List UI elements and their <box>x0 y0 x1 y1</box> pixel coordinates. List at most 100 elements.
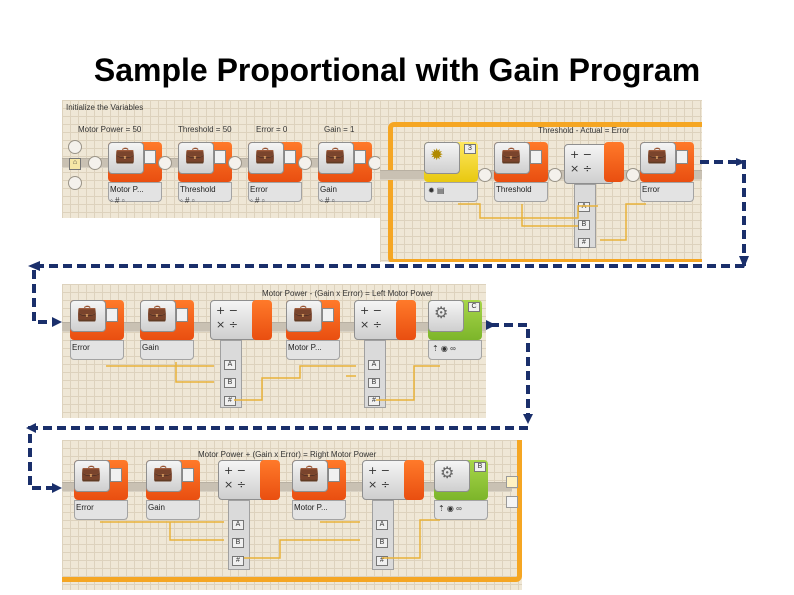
math-operators-icon: + −× ÷ <box>570 148 592 175</box>
math-block-output <box>212 300 272 360</box>
program-canvas-loop-error[interactable]: Threshold - Actual = Error ✹ 3 ✹ ▤ 💼 Thr… <box>380 100 702 262</box>
block-label: Gain <box>142 343 159 352</box>
variable-block-threshold[interactable]: 💼 Threshold <box>490 142 548 202</box>
variable-block-motor-power[interactable]: 💼 Motor P... <box>288 460 346 520</box>
arrow-head <box>736 158 746 166</box>
sensor-block-light[interactable]: ✹ 3 ✹ ▤ <box>420 142 478 202</box>
suitcase-icon: 💼 <box>147 305 167 322</box>
block-label: Motor P... <box>288 343 322 352</box>
suitcase-icon: 💼 <box>501 147 521 164</box>
sequence-port[interactable] <box>368 156 380 170</box>
math-block-output <box>220 460 280 520</box>
math-block-subtract[interactable]: + −× ÷ A B # <box>564 144 614 252</box>
sequence-port[interactable] <box>298 156 312 170</box>
suitcase-icon: 💼 <box>77 305 97 322</box>
variable-block-error[interactable]: 💼 Error <box>636 142 694 202</box>
motor-block-left[interactable]: ⚙ C ⇡ ◉ ∞ <box>424 300 482 360</box>
start-port-bottom[interactable] <box>68 176 82 190</box>
variable-block-error[interactable]: 💼 Error <box>66 300 124 360</box>
data-wire <box>169 522 224 541</box>
math-block-multiply[interactable]: + −× ÷ A B # <box>218 460 268 572</box>
plug-b[interactable]: B <box>368 378 380 388</box>
plug-result[interactable]: # <box>376 556 388 566</box>
plug-a[interactable]: A <box>368 360 380 370</box>
start-port-top[interactable] <box>68 140 82 154</box>
variable-block-error[interactable]: 💼 Error <box>70 460 128 520</box>
variable-block-gain[interactable]: 💼 Gain <box>136 300 194 360</box>
data-wire <box>175 362 214 383</box>
program-canvas-right-motor[interactable]: Motor Power + (Gain x Error) = Right Mot… <box>62 440 522 590</box>
comment-motor-power: Motor Power = 50 <box>78 125 142 134</box>
math-block-output <box>564 142 624 202</box>
start-icon[interactable]: ⌂ <box>69 158 81 170</box>
block-label: Threshold <box>496 185 532 194</box>
motor-port-letter: B <box>474 462 486 472</box>
loop-icon[interactable] <box>506 476 518 488</box>
slide-title: Sample Proportional with Gain Program <box>93 52 701 88</box>
comment: Motor Power + (Gain x Error) = Right Mot… <box>198 450 377 459</box>
plug-a[interactable]: A <box>376 520 388 530</box>
sequence-port[interactable] <box>88 156 102 170</box>
comment: Threshold - Actual = Error <box>538 126 630 135</box>
motor-plug-icons: ⇡ ◉ ∞ <box>438 504 462 513</box>
data-plug-icon: ◦ # ▫ <box>320 196 335 205</box>
section-label: Initialize the Variables <box>66 103 144 112</box>
plug-result[interactable]: # <box>224 396 236 406</box>
plug-result[interactable]: # <box>232 556 244 566</box>
data-wire <box>382 519 440 559</box>
loop-frame <box>388 122 702 262</box>
suitcase-icon: 💼 <box>293 305 313 322</box>
motor-block-right[interactable]: ⚙ B ⇡ ◉ ∞ <box>430 460 488 520</box>
loop-condition-icon[interactable] <box>506 496 518 508</box>
plug-a[interactable]: A <box>232 520 244 530</box>
plug-b[interactable]: B <box>578 220 590 230</box>
motor-port-letter: C <box>468 302 480 312</box>
plug-b[interactable]: B <box>224 378 236 388</box>
plug-result[interactable]: # <box>578 238 590 248</box>
variable-block-error[interactable]: 💼 Error <box>244 142 302 202</box>
sequence-port[interactable] <box>548 168 562 182</box>
variable-block-gain[interactable]: 💼 Gain <box>142 460 200 520</box>
arrow-head <box>486 320 496 330</box>
sequence-port[interactable] <box>626 168 640 182</box>
block-label: Gain <box>148 503 165 512</box>
math-block-add[interactable]: + −× ÷ A B # <box>362 460 412 572</box>
flow-arrow <box>32 264 744 324</box>
variable-block-gain[interactable]: 💼 Gain <box>314 142 372 202</box>
data-plug-icon: ◦ # ▫ <box>110 196 125 205</box>
light-sensor-icon: ✹ <box>430 147 444 164</box>
plug-a[interactable]: A <box>224 360 236 370</box>
program-canvas-initialize[interactable]: Initialize the Variables Motor Power = 5… <box>62 100 380 218</box>
sequence-beam <box>62 482 512 492</box>
variable-block-motor-power[interactable]: 💼 Motor P... <box>104 142 162 202</box>
data-wire <box>600 203 646 241</box>
motor-plug-icons: ⇡ ◉ ∞ <box>432 344 456 353</box>
data-wire <box>234 365 356 401</box>
math-operators-icon: + −× ÷ <box>224 464 246 491</box>
arrow-head <box>26 423 36 433</box>
suitcase-icon: 💼 <box>115 147 135 164</box>
flow-arrow <box>700 160 746 266</box>
suitcase-icon: 💼 <box>153 465 173 482</box>
arrow-head <box>523 414 533 424</box>
gear-icon: ⚙ <box>434 305 449 322</box>
math-operators-icon: + −× ÷ <box>360 304 382 331</box>
arrow-head <box>28 261 40 271</box>
program-canvas-left-motor[interactable]: Motor Power - (Gain x Error) = Left Moto… <box>62 284 486 418</box>
sequence-port[interactable] <box>228 156 242 170</box>
variable-block-motor-power[interactable]: 💼 Motor P... <box>282 300 340 360</box>
suitcase-icon: 💼 <box>185 147 205 164</box>
variable-block-threshold[interactable]: 💼 Threshold <box>174 142 232 202</box>
plug-b[interactable]: B <box>376 538 388 548</box>
comment: Motor Power - (Gain x Error) = Left Moto… <box>262 289 433 298</box>
plug-b[interactable]: B <box>232 538 244 548</box>
plug-result[interactable]: # <box>368 396 380 406</box>
math-block-subtract[interactable]: + −× ÷ A B # <box>354 300 404 410</box>
sequence-port[interactable] <box>478 168 492 182</box>
arrow-head <box>52 483 62 493</box>
arrow-head <box>739 256 749 268</box>
flow-arrows <box>28 160 746 490</box>
block-label: Motor P... <box>294 503 328 512</box>
sequence-port[interactable] <box>158 156 172 170</box>
